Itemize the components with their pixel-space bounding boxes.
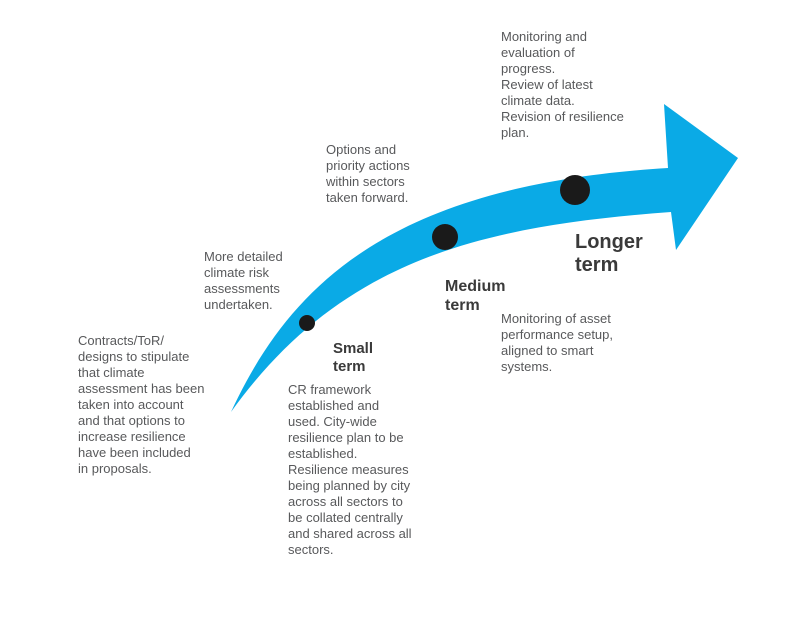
asset-monitoring-note: Monitoring of asset performance setup, a… <box>501 311 614 374</box>
contracts-note: Contracts/ToR/ designs to stipulate that… <box>78 333 205 476</box>
small-term-marker <box>299 315 315 331</box>
medium-term-label: Medium term <box>445 278 506 314</box>
medium-term-marker <box>432 224 458 250</box>
options-note: Options and priority actions within sect… <box>326 142 410 205</box>
small-term-label: Small term <box>333 340 374 375</box>
longer-term-marker <box>560 175 590 205</box>
monitoring-note: Monitoring and evaluation of progress. R… <box>501 29 624 140</box>
progress-arrow <box>231 104 738 412</box>
cr-framework-note: CR framework established and used. City-… <box>288 382 412 557</box>
risk-assessments-note: More detailed climate risk assessments u… <box>204 249 283 312</box>
longer-term-label: Longer term <box>575 231 643 276</box>
